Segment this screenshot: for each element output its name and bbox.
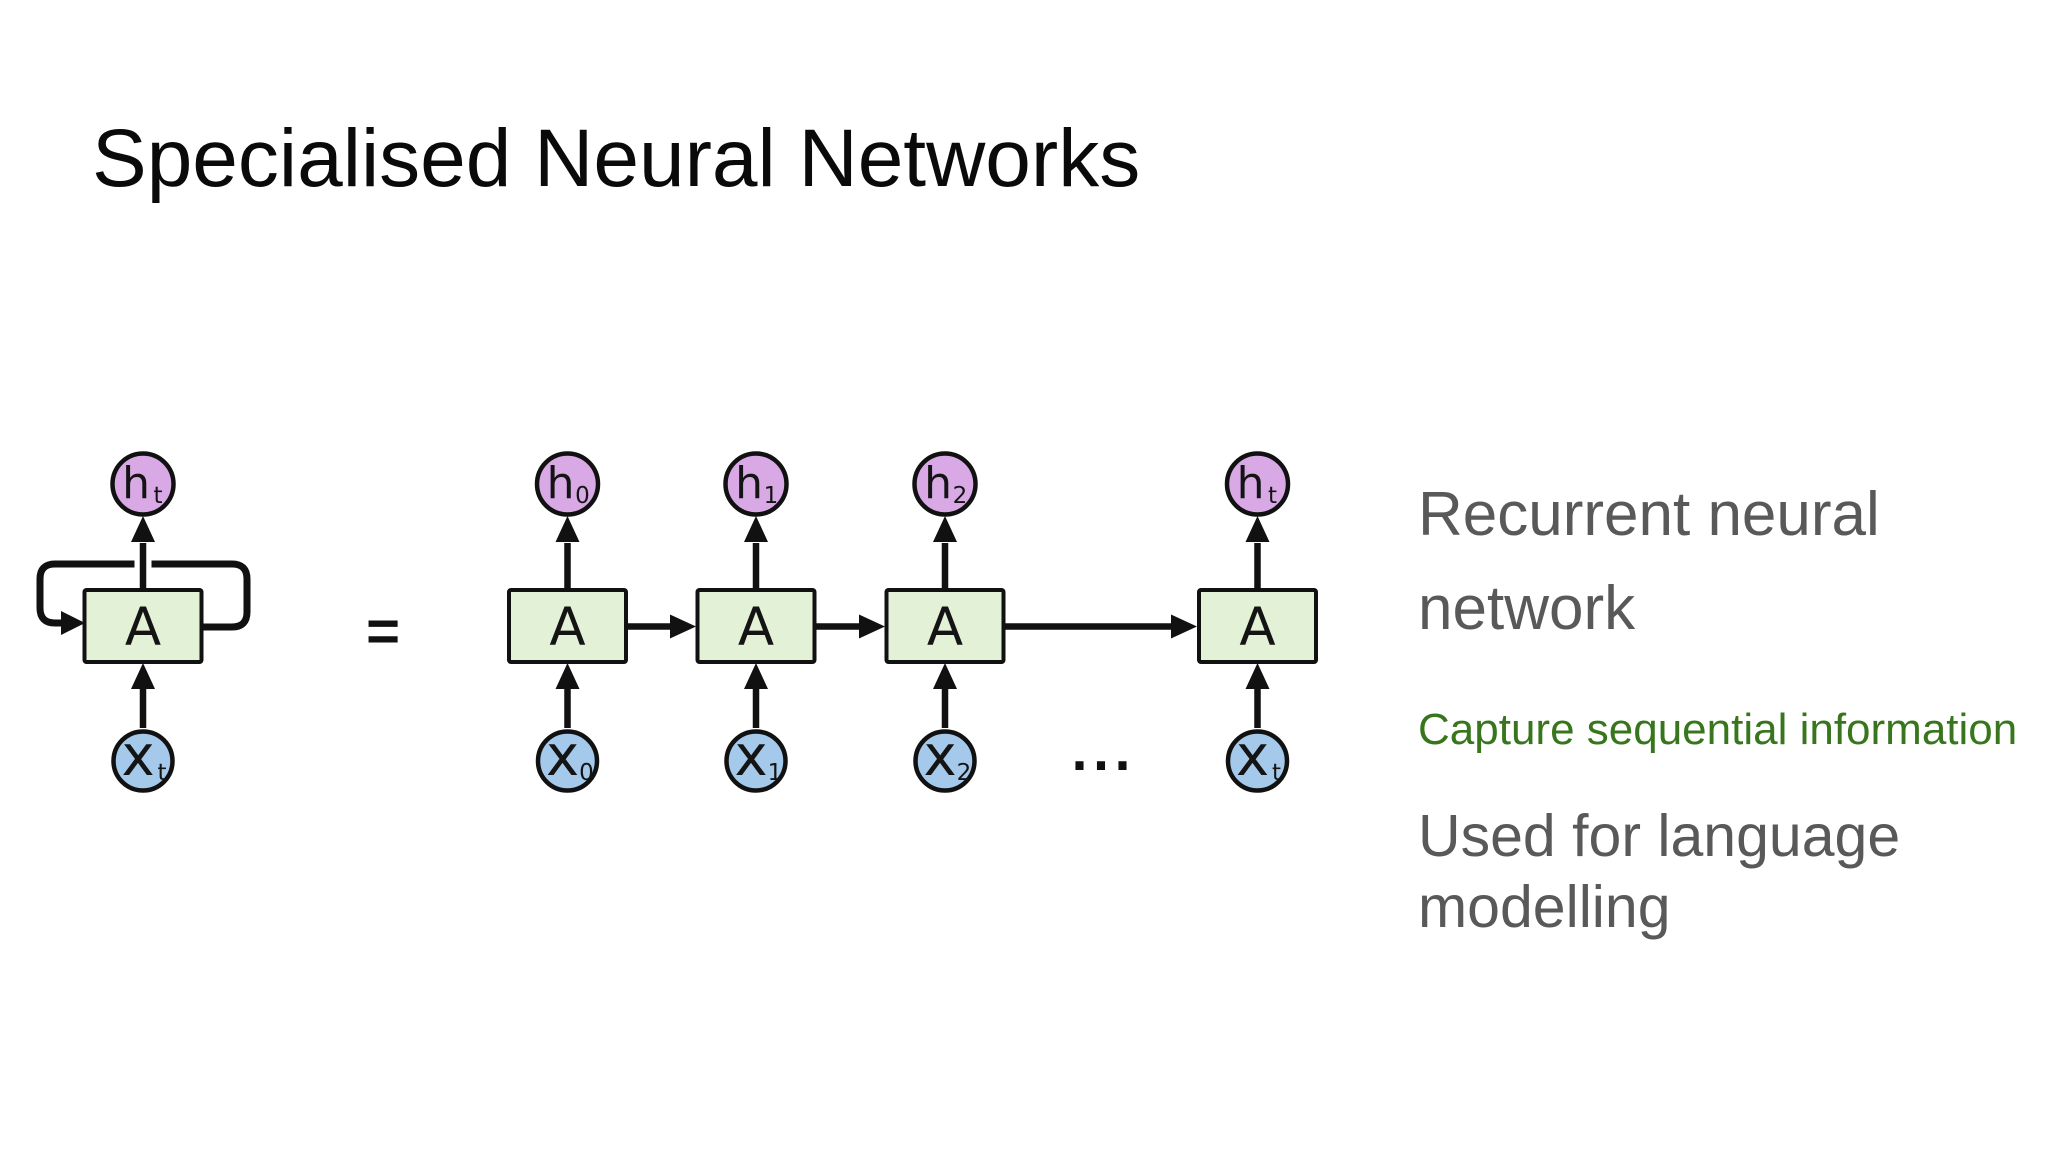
arrowhead <box>555 516 580 542</box>
rnn-cell-box <box>82 588 204 664</box>
cell-label: A <box>1239 597 1275 658</box>
input-label: x <box>923 724 956 789</box>
arrowhead <box>131 663 155 689</box>
output-node <box>912 451 978 517</box>
input-label: x <box>121 724 154 789</box>
output-label: h <box>735 458 763 509</box>
note-heading: Recurrent neural network <box>1418 480 1880 643</box>
input-label: x <box>1236 724 1269 789</box>
rnn-cell-box <box>884 588 1006 664</box>
input-label: x <box>734 724 767 789</box>
output-label: h <box>1237 458 1265 509</box>
input-node <box>724 729 788 793</box>
arrowhead <box>744 516 768 542</box>
output-label: h <box>924 458 952 509</box>
input-subscript: 0 <box>579 760 594 786</box>
rnn-cell-box <box>695 588 817 664</box>
input-node <box>913 729 977 793</box>
rnn-diagram: A h t x t = A h 0 x 0 <box>36 451 1318 793</box>
output-subscript: t <box>153 483 162 509</box>
arrowhead <box>933 663 957 689</box>
input-node <box>1225 729 1290 793</box>
equals-sign: = <box>366 599 400 664</box>
output-subscript: 2 <box>953 483 968 509</box>
input-node <box>111 729 175 793</box>
input-subscript: t <box>1272 760 1281 786</box>
arrowhead <box>1245 516 1270 542</box>
output-subscript: t <box>1268 483 1277 509</box>
input-node <box>535 729 600 793</box>
unrolled-rnn-cell: A h 2 x 2 <box>884 451 1006 793</box>
cell-label: A <box>125 597 161 658</box>
rnn-cell-box <box>1197 588 1318 664</box>
cell-label: A <box>927 597 963 658</box>
output-node <box>1224 451 1291 517</box>
output-label: h <box>547 458 575 509</box>
cell-label: A <box>738 597 774 658</box>
output-subscript: 1 <box>764 483 779 509</box>
unroll-connections <box>628 614 1197 639</box>
arrowhead <box>555 663 580 689</box>
arrowhead <box>131 516 155 542</box>
unrolled-rnn-cell: A h 1 x 1 <box>695 451 817 793</box>
input-subscript: 1 <box>768 760 783 786</box>
loop-arrowhead <box>61 611 85 635</box>
output-node <box>723 451 789 517</box>
output-subscript: 0 <box>575 483 590 509</box>
output-node <box>110 451 176 517</box>
slide-title: Specialised Neural Networks <box>92 113 1141 204</box>
arrowhead <box>859 614 885 639</box>
ellipsis: ... <box>1071 727 1135 781</box>
rnn-cell-box <box>507 588 628 664</box>
note-body: Used for language modelling <box>1418 803 1901 940</box>
arrowhead <box>744 663 768 689</box>
output-node <box>534 451 601 517</box>
input-label: x <box>546 724 579 789</box>
unrolled-rnn-cell: A h 0 x 0 <box>507 451 628 793</box>
unrolled-rnn-cell: A h t x t <box>1197 451 1318 793</box>
arrowhead <box>933 516 957 542</box>
input-subscript: 2 <box>957 760 972 786</box>
arrowhead <box>1171 614 1197 639</box>
arrowhead <box>670 614 696 639</box>
output-label: h <box>122 458 150 509</box>
folded-rnn-cell: A h t x t <box>36 451 251 793</box>
input-subscript: t <box>157 760 166 786</box>
arrowhead <box>1245 663 1270 689</box>
note-highlight: Capture sequential information <box>1418 705 2018 754</box>
cell-label: A <box>549 597 585 658</box>
